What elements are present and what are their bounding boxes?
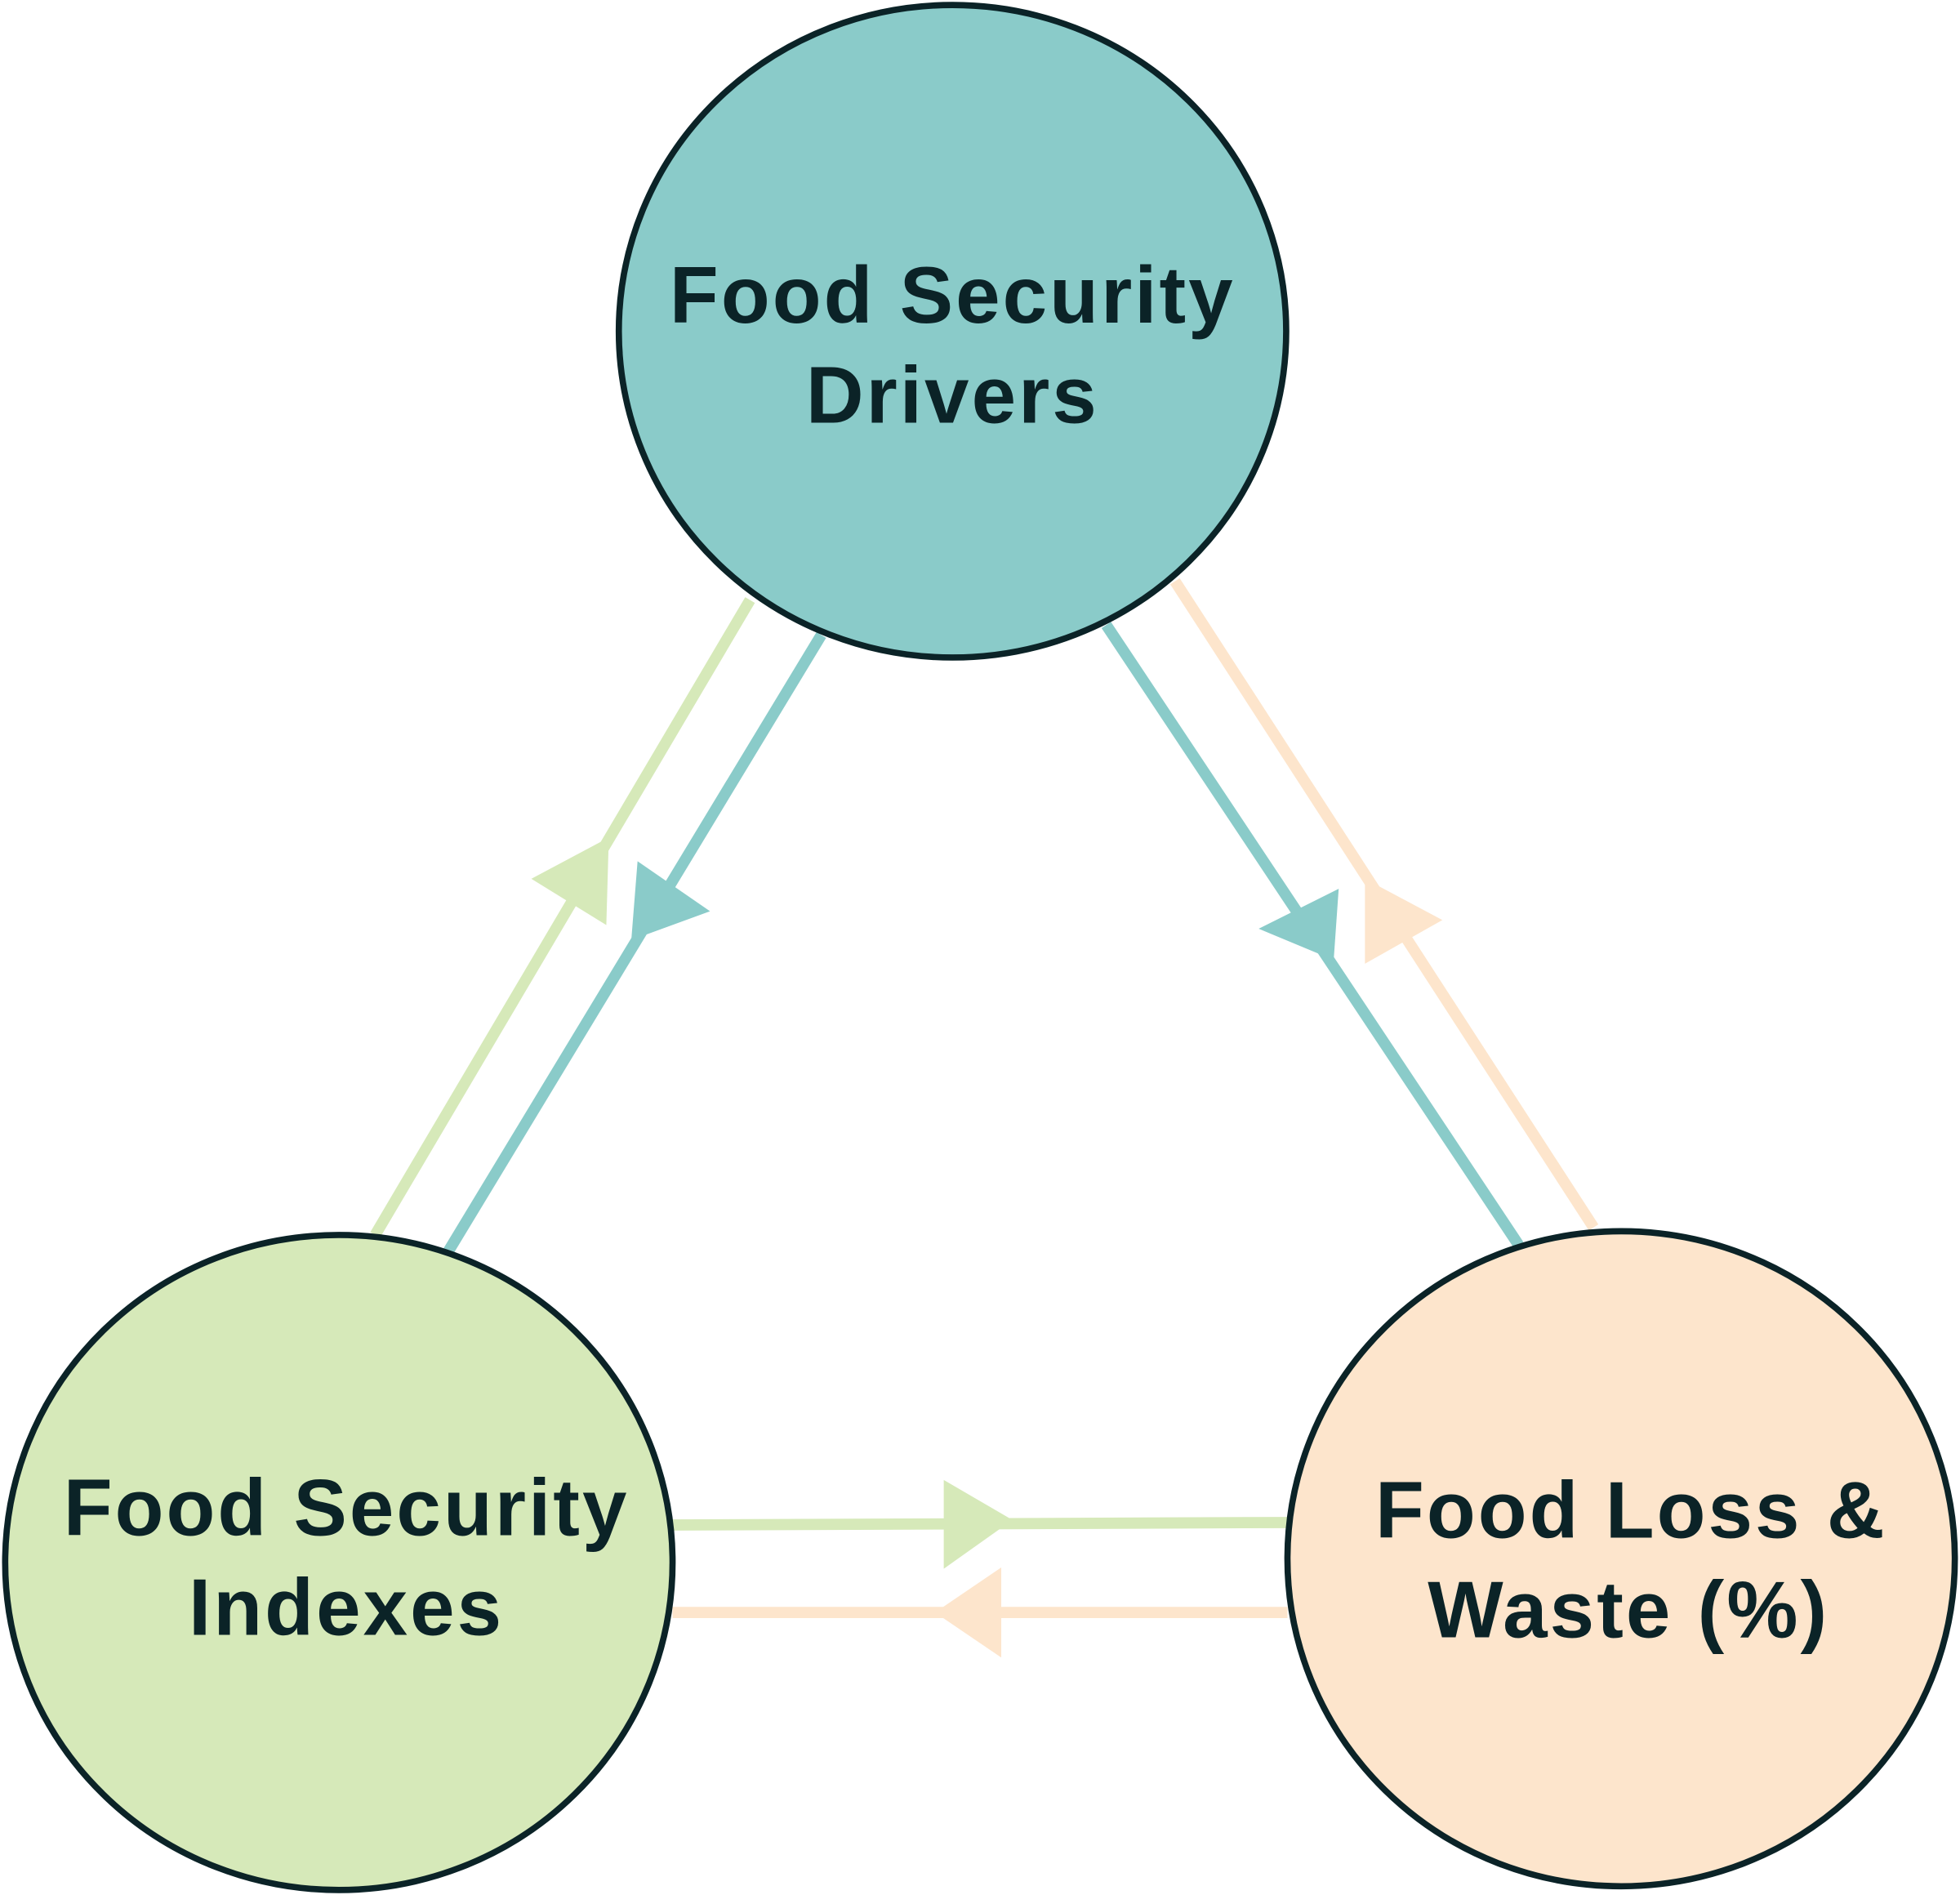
edge-drivers-to-loss [1101, 622, 1524, 1249]
node-food-security-indexes: Food Security Indexes [2, 1232, 676, 1893]
edge-drivers-to-indexes [443, 631, 826, 1255]
arrow-left-icon [934, 1567, 1002, 1658]
node-food-security-drivers: Food Security Drivers [615, 2, 1290, 661]
node-label: Indexes [189, 1563, 504, 1652]
node-label: Waste (%) [1428, 1565, 1829, 1655]
node-food-loss-waste: Food Loss & Waste (%) [1284, 1228, 1958, 1890]
node-label: Drivers [806, 350, 1099, 439]
arrow-right-icon [943, 1479, 1013, 1569]
node-label: Food Security [64, 1462, 630, 1552]
arrow-down-icon [1258, 889, 1339, 961]
edge-indexes-to-loss [672, 1479, 1288, 1569]
arrow-up-icon [1365, 878, 1443, 964]
arrow-down-icon [631, 861, 710, 940]
node-label: Food Security [670, 250, 1236, 340]
arrow-up-icon [531, 837, 609, 925]
edge-indexes-to-drivers [370, 597, 755, 1238]
edge-loss-to-indexes [672, 1567, 1288, 1658]
edge-loss-to-drivers [1169, 577, 1599, 1231]
node-label: Food Loss & [1375, 1465, 1887, 1554]
